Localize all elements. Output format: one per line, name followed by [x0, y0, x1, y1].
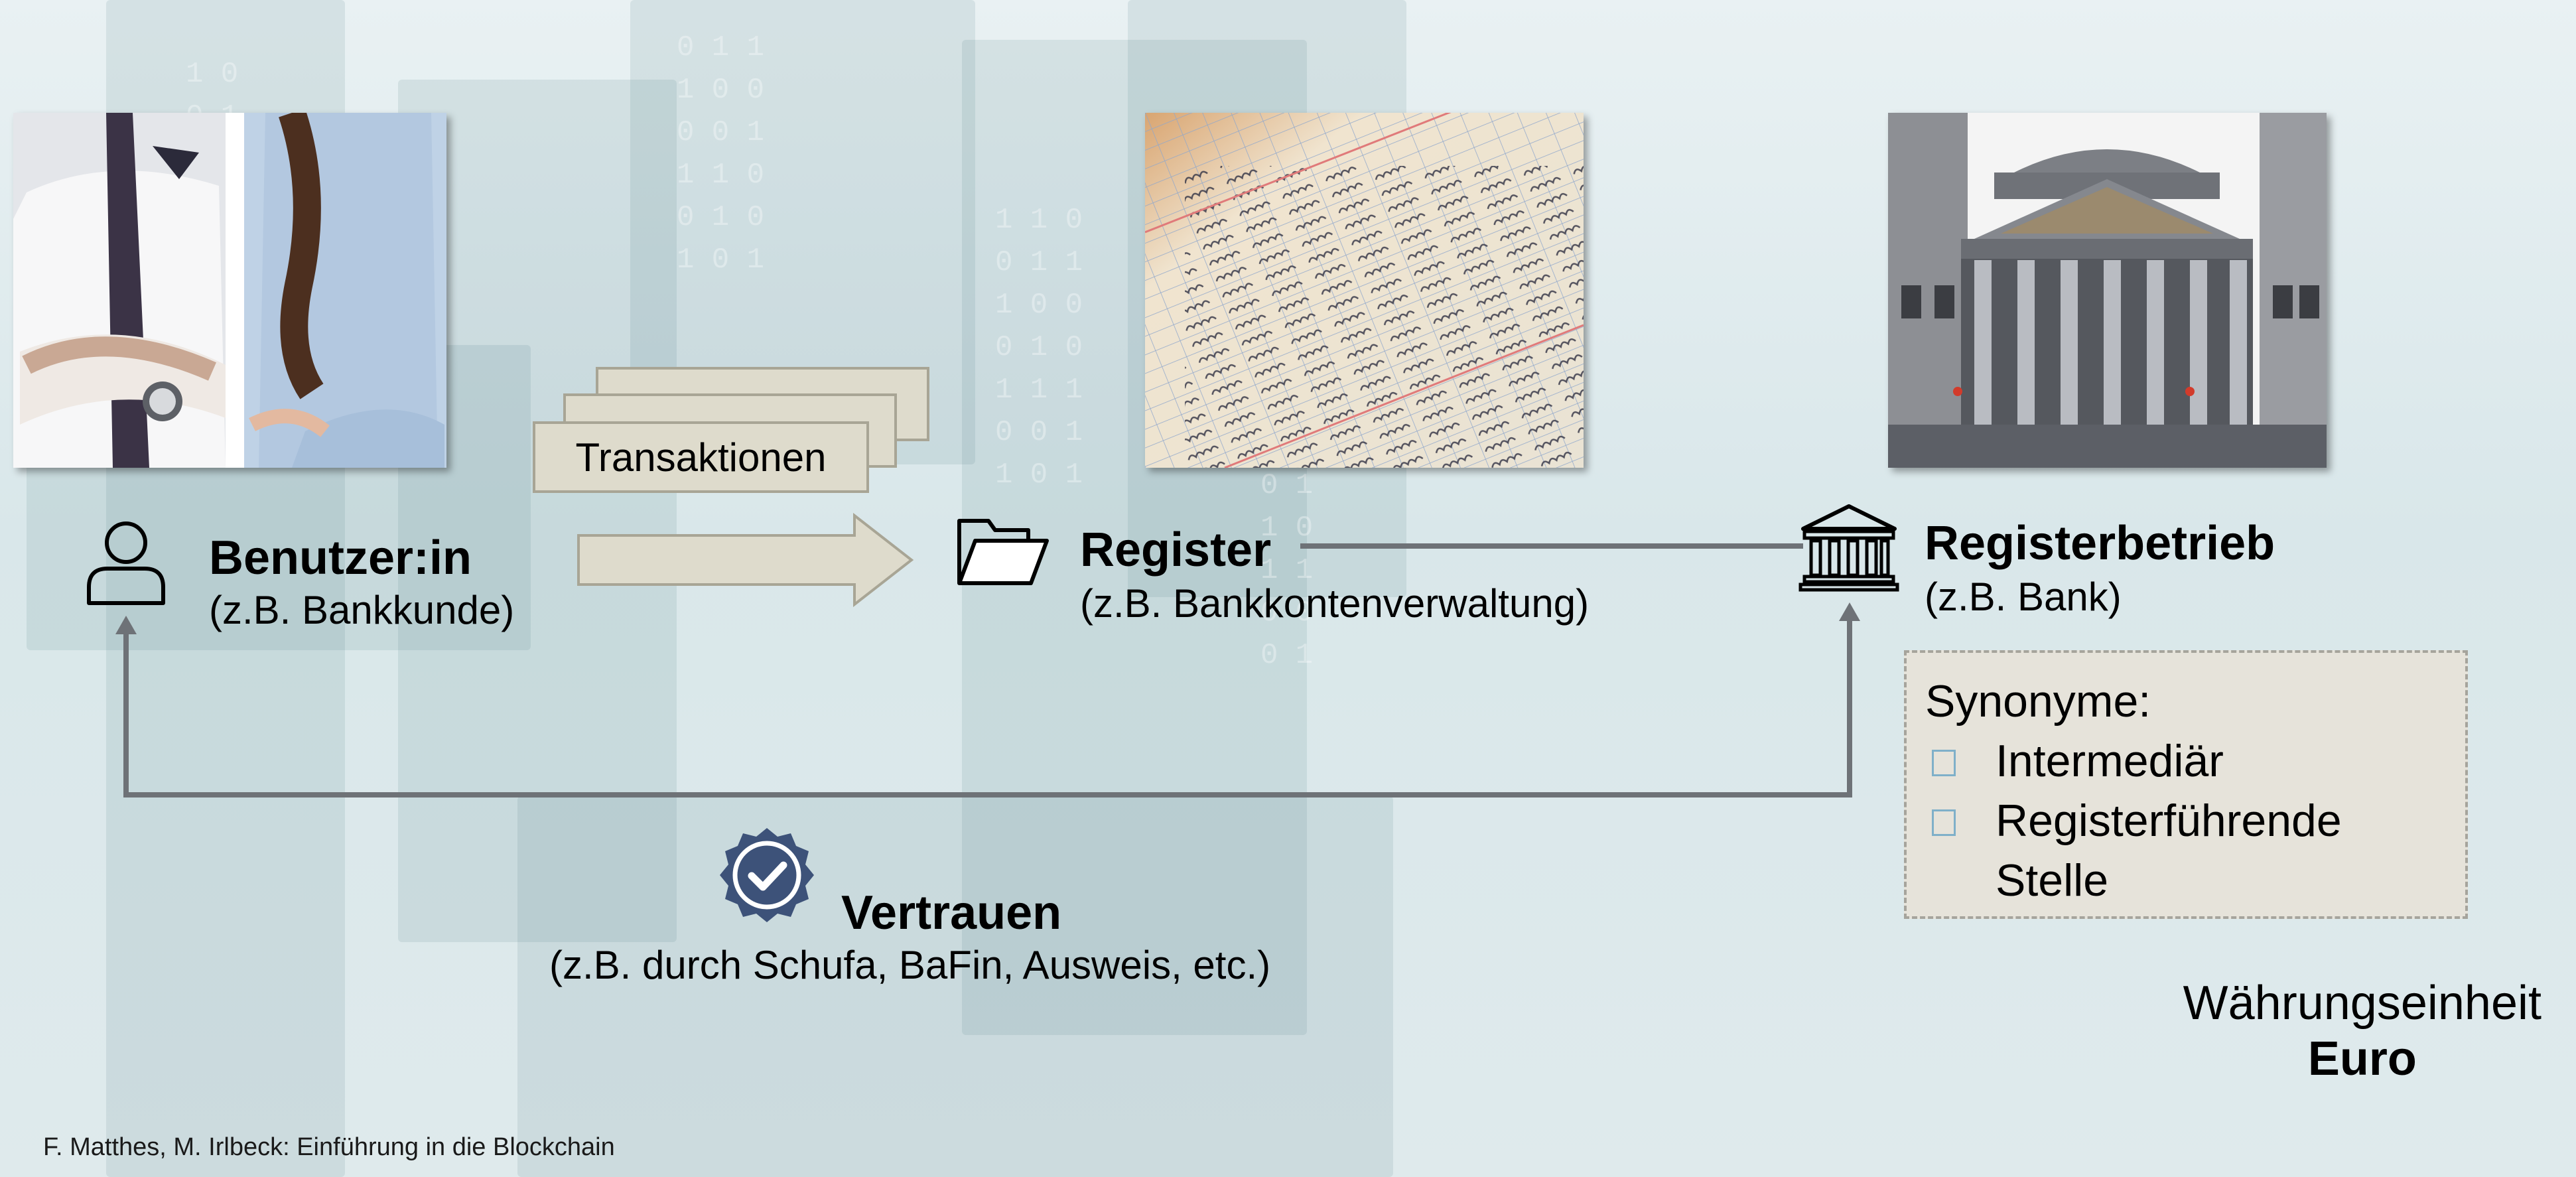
- currency-block: Währungseinheit Euro: [2183, 975, 2542, 1087]
- currency-label: Währungseinheit: [2183, 977, 2542, 1030]
- people-photo: [13, 113, 446, 468]
- trust-connector: [123, 616, 1852, 797]
- synonym-text: Registerführende: [1996, 796, 2342, 846]
- user-title: Benutzer:in: [209, 531, 472, 585]
- transaction-card-front: Transaktionen: [533, 421, 869, 493]
- synonym-text: Intermediär: [1996, 736, 2224, 786]
- synonym-item: Registerführende: [1925, 791, 2465, 851]
- currency-value: Euro: [2307, 1032, 2417, 1085]
- user-icon: [87, 521, 165, 605]
- verified-badge-icon: [720, 828, 814, 922]
- bank-building-photo: [1888, 113, 2327, 468]
- ledger-photo: [1145, 113, 1584, 468]
- synonym-item: Intermediär: [1925, 731, 2465, 791]
- arrowhead-up-user: [115, 616, 137, 634]
- synonym-text: Stelle: [1996, 855, 2109, 906]
- bullet-icon: [1932, 809, 1956, 836]
- register-title: Register: [1080, 523, 1272, 577]
- user-subtitle: (z.B. Bankkunde): [209, 588, 515, 632]
- trust-subtitle: (z.B. durch Schufa, BaFin, Ausweis, etc.…: [549, 943, 1271, 987]
- arrowhead-up-operator: [1839, 602, 1860, 621]
- bank-icon: [1798, 504, 1899, 592]
- transaction-arrow: [577, 513, 914, 607]
- trust-title: Vertrauen: [841, 886, 1062, 939]
- transactions-label: Transaktionen: [575, 435, 827, 480]
- synonyms-box: Synonyme: Intermediär Registerführende S…: [1904, 650, 2468, 919]
- footer-credit: F. Matthes, M. Irlbeck: Einführung in di…: [43, 1133, 615, 1161]
- register-subtitle: (z.B. Bankkontenverwaltung): [1080, 581, 1590, 626]
- folder-icon: [957, 519, 1049, 585]
- operator-title: Registerbetrieb: [1925, 517, 2275, 570]
- operator-subtitle: (z.B. Bank): [1925, 575, 2122, 619]
- bullet-icon: [1932, 750, 1956, 776]
- synonym-item-continued: Stelle: [1925, 851, 2465, 910]
- synonyms-heading: Synonyme:: [1925, 676, 2151, 727]
